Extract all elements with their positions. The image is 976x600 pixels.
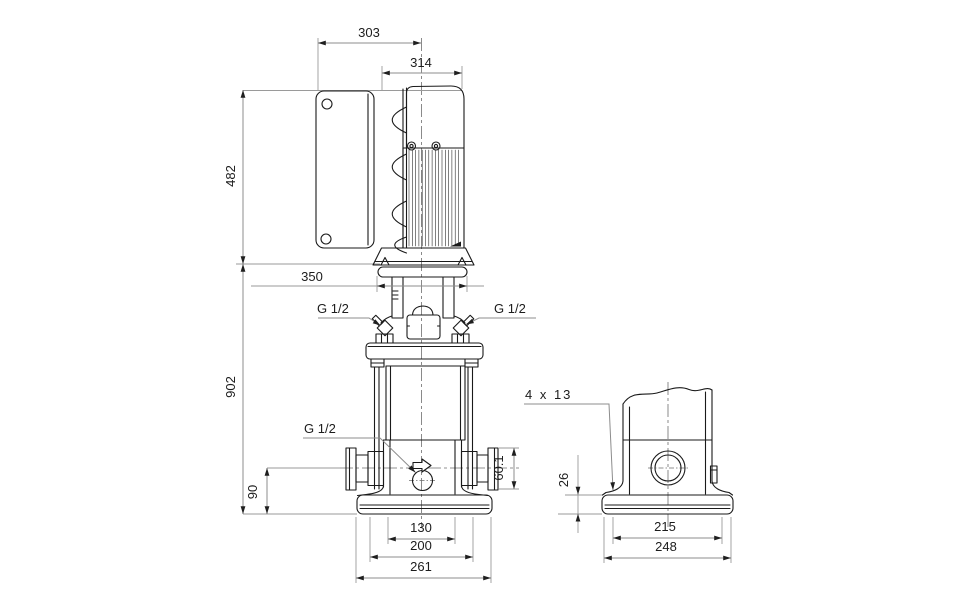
base-front (356, 494, 493, 515)
lifting-eyelet-left (406, 141, 417, 151)
motor-fins (408, 149, 459, 247)
dimension-lines (240, 40, 731, 581)
stool-leg-left (391, 276, 404, 319)
dim-248-label: 248 (655, 539, 677, 554)
port-opening-outer (650, 450, 686, 486)
suction-port (345, 447, 385, 491)
control-box-screw-top (321, 98, 333, 110)
discharge-port (460, 447, 499, 491)
motor-assembly (315, 85, 465, 254)
dim-130-label: 130 (410, 520, 432, 535)
dim-90-label: 90 (245, 485, 260, 499)
dim-26-label: 26 (556, 473, 571, 487)
dim-261-label: 261 (410, 559, 432, 574)
side-view (601, 387, 734, 515)
pump-section (345, 342, 499, 515)
dim-215-label: 215 (654, 519, 676, 534)
port-opening-inner (654, 454, 682, 482)
gauge-left-label: G 1/2 (317, 301, 349, 316)
front-view (236, 85, 499, 515)
dim-482-label: 482 (223, 165, 238, 187)
leader-bolt-holes (524, 403, 616, 491)
gauge-right-label: G 1/2 (494, 301, 526, 316)
lifting-eyelet-right (431, 141, 441, 151)
dim-200-label: 200 (410, 538, 432, 553)
base-side (601, 494, 734, 515)
control-box (315, 90, 375, 249)
pump-head-block (406, 314, 441, 340)
flow-direction-icon (412, 458, 432, 473)
dim-60-label: 60.1 (491, 455, 506, 480)
pump-sleeve (385, 365, 466, 441)
bolt-holes-label: 4 x 13 (525, 387, 572, 402)
coupling-section (371, 247, 475, 344)
break-line (622, 387, 713, 405)
dimension-labels: 303 314 482 350 902 90 60.1 130 200 261 … (223, 25, 677, 574)
dim-350-label: 350 (301, 269, 323, 284)
pump-head-flange (365, 342, 484, 360)
stool-leg-right (442, 276, 455, 319)
leader-g12-left (318, 317, 381, 326)
coupling-disc (377, 266, 468, 278)
leader-g12-right (465, 317, 536, 325)
motor-cap (405, 85, 465, 149)
heatsink-bumps (391, 106, 408, 254)
nameplate-tab (709, 465, 718, 484)
staybolts (373, 366, 474, 490)
dim-902-label: 902 (223, 376, 238, 398)
control-box-screw-bottom (320, 233, 332, 245)
shaft-dome (411, 305, 434, 316)
drain-label: G 1/2 (304, 421, 336, 436)
motor-bell-flange (372, 247, 475, 266)
dim-303-label: 303 (358, 25, 380, 40)
dim-314-label: 314 (410, 55, 432, 70)
leader-g12-drain (303, 437, 416, 473)
